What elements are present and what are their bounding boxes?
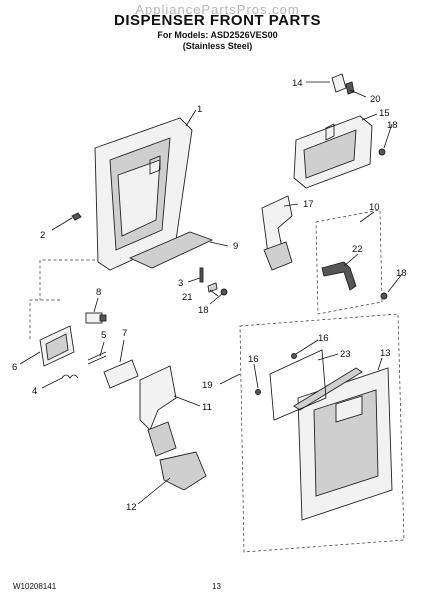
door-group-box (239, 313, 405, 553)
callout-17: 17 (303, 199, 314, 210)
routing-line (29, 259, 95, 340)
part-wire (87, 351, 107, 365)
part-cover (331, 73, 347, 93)
callout-16-lower: 16 (248, 354, 259, 365)
part-spring (61, 374, 79, 379)
callout-3: 3 (178, 278, 183, 289)
callout-11: 11 (202, 402, 212, 413)
part-lever (321, 261, 357, 291)
part-clip (207, 282, 218, 293)
callout-23: 23 (340, 349, 351, 360)
part-screw-16a (291, 353, 297, 359)
callout-1: 1 (197, 104, 202, 115)
part-ice-paddle (139, 365, 177, 431)
callout-12: 12 (126, 502, 137, 513)
callout-6: 6 (12, 362, 17, 373)
part-screw-18 (220, 288, 228, 296)
callout-18-top: 18 (387, 120, 398, 131)
callout-21: 21 (182, 292, 193, 303)
part-trim-strip (293, 367, 363, 411)
callout-5: 5 (101, 330, 106, 341)
callout-10: 10 (369, 202, 380, 213)
callout-18-center: 18 (198, 305, 209, 316)
part-screw-2 (71, 212, 82, 221)
part-solenoid (85, 312, 107, 324)
watermark: AppliancePartsPros.com (135, 2, 300, 17)
callout-7: 7 (122, 328, 127, 339)
part-drip-tray (128, 231, 214, 269)
part-chute (159, 451, 207, 491)
part-switch-housing (293, 115, 373, 189)
part-front-panel (297, 367, 393, 521)
callout-9: 9 (233, 241, 238, 252)
callout-16-upper: 16 (318, 333, 329, 344)
document-number: W10208141 (13, 582, 57, 591)
part-screw-18c (380, 292, 388, 300)
part-screw-18b (378, 148, 386, 156)
callout-4: 4 (32, 386, 37, 397)
callout-22: 22 (352, 244, 363, 255)
callout-18-right: 18 (396, 268, 407, 279)
diagram-title: DISPENSER FRONT PARTS (114, 12, 321, 29)
callout-19: 19 (202, 380, 213, 391)
part-screw-16b (255, 389, 261, 395)
callout-13: 13 (380, 348, 391, 359)
part-housing (94, 117, 193, 271)
finish-line: (Stainless Steel) (182, 41, 253, 51)
page-number: 13 (212, 582, 221, 591)
callout-20: 20 (370, 94, 381, 105)
callout-14: 14 (292, 78, 303, 89)
model-line: For Models: ASD2526VES00 (157, 30, 278, 40)
callout-15: 15 (379, 108, 390, 119)
callout-8: 8 (96, 287, 101, 298)
part-bracket (103, 359, 139, 389)
callout-2: 2 (40, 230, 45, 241)
leader-lines (19, 81, 403, 505)
part-plate (269, 349, 327, 421)
part-pin (199, 267, 204, 283)
